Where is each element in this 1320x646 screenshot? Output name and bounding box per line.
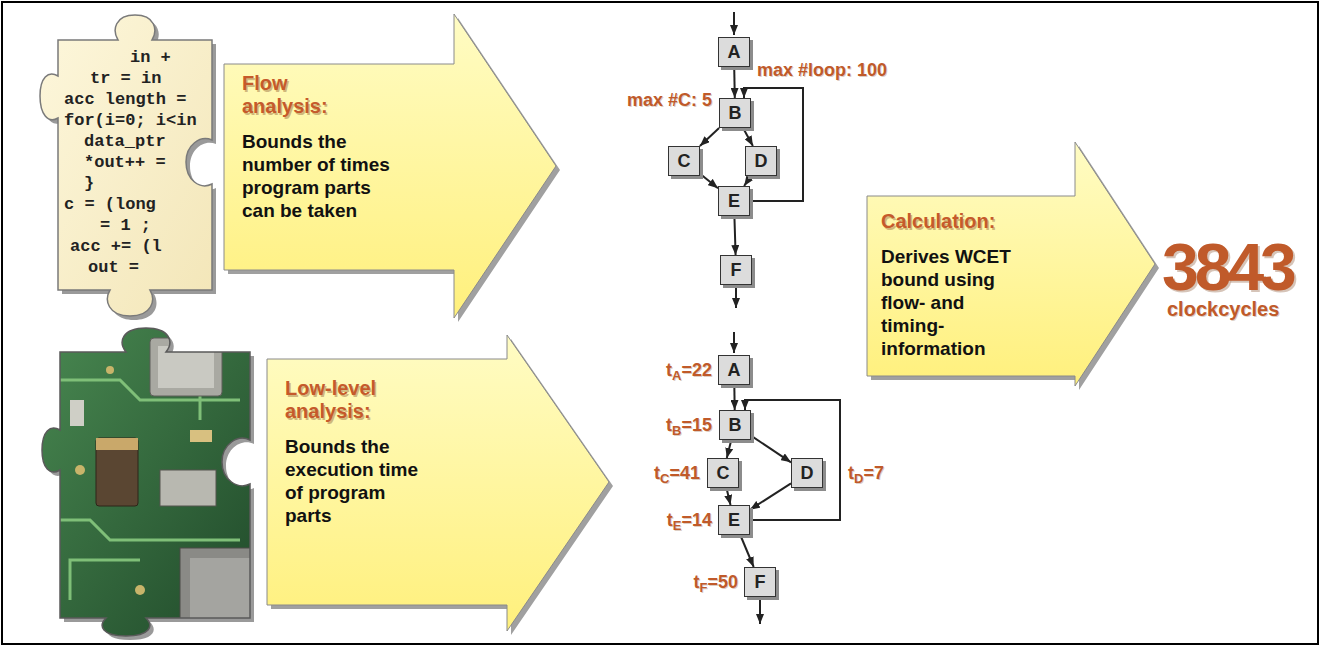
code-puzzle-piece [40,15,212,316]
annotation: max #C: 5 [627,89,712,111]
via [106,366,114,374]
step-description: Bounds the execution time of program par… [285,435,430,527]
control-flow-edge [734,216,735,255]
tantalum-capacitor [96,438,138,506]
control-flow-edge [727,488,731,505]
exit-arrow [735,287,737,308]
control-flow-edge [700,128,719,146]
smd-part [70,400,84,426]
basic-block: E [718,186,750,216]
arrow-text: Low-level analysis: Bounds the execution … [285,377,430,527]
code-line: c = (long [64,195,156,215]
control-flow-edge [727,440,732,458]
arrow-text: Calculation: Derives WCET bound using flo… [881,210,1031,360]
basic-block: D [791,458,823,488]
control-flow-edge [733,67,736,98]
capacitor [150,338,222,396]
block-name: D [801,463,814,483]
control-flow-edge [740,535,753,567]
control-flow-edge [743,128,753,146]
code-line: = 1 ; [100,216,151,236]
basic-block: C [668,146,700,176]
analysis-arrow: Flow analysis: Bounds the number of times… [224,12,560,320]
step-heading: Low-level analysis: [285,377,405,423]
entry-arrow [733,332,735,353]
annotation: tB=15 [666,414,712,436]
arrow-body [267,335,609,631]
unit-label: clockcycles [1167,298,1279,320]
block-name: E [728,510,740,530]
basic-block: E [718,505,750,535]
code-line: } [84,174,94,194]
block-name: A [728,42,741,62]
control-flow-edge [744,176,751,186]
basic-block: B [719,410,751,440]
block-name: F [755,572,766,592]
circuit-board-photo [30,320,270,646]
code-line: tr = in [90,69,161,89]
step-heading: Calculation: [881,210,1031,233]
analysis-arrow: Calculation: Derives WCET bound using flo… [867,140,1159,388]
via [75,465,85,475]
basic-block: C [707,458,739,488]
code-line: out = [88,258,139,278]
control-flow-edge [750,483,791,509]
basic-block: B [719,98,751,128]
step-heading: Flow analysis: [242,72,354,118]
annotation: tD=7 [848,462,884,484]
control-flow-edge [733,385,735,410]
control-flow-edge [751,436,791,463]
control-flow-edge [744,88,803,201]
basic-block: D [745,146,777,176]
code-line: for(i=0; i<in [64,111,197,131]
block-name: C [717,463,730,483]
wcet-result: 3843 [1162,232,1293,302]
annotation: tA=22 [666,359,712,381]
arrow-text: Flow analysis: Bounds the number of times… [242,72,402,222]
arrow-body [224,14,556,318]
code-line: *out++ = [84,153,166,173]
step-description: Derives WCET bound using flow- and timin… [881,245,1026,360]
block-name: E [728,191,740,211]
code-line: acc += (l [70,237,162,257]
block-name: D [755,151,768,171]
metal-can [180,548,270,646]
block-name: A [728,360,741,380]
entry-arrow [733,12,735,35]
control-flow-edge [745,400,840,520]
analysis-arrow: Low-level analysis: Bounds the execution … [267,333,613,633]
basic-block: F [744,567,776,597]
annotation: tE=14 [667,509,712,531]
basic-block: A [718,355,750,385]
circuit-puzzle-outline [42,328,250,636]
board [30,320,270,646]
exit-arrow [759,599,761,624]
control-flow-edge [700,174,718,188]
code-line: in + [130,48,171,68]
annotation: tF=50 [694,571,739,593]
code-line: data_ptr [84,132,166,152]
basic-block: A [718,37,750,67]
block-name: B [729,415,742,435]
annotation: tC=41 [654,462,700,484]
smd-part [190,430,212,442]
block-name: C [678,151,691,171]
step-description: Bounds the number of times program parts… [242,130,402,222]
block-name: F [731,260,742,280]
resistor [160,470,216,506]
tantalum-stripe [96,438,138,450]
annotation: max #loop: 100 [757,59,887,81]
code-line: acc length = [64,90,186,110]
block-name: B [729,103,742,123]
via [135,585,145,595]
basic-block: F [720,255,752,285]
arrow-body [867,142,1155,386]
